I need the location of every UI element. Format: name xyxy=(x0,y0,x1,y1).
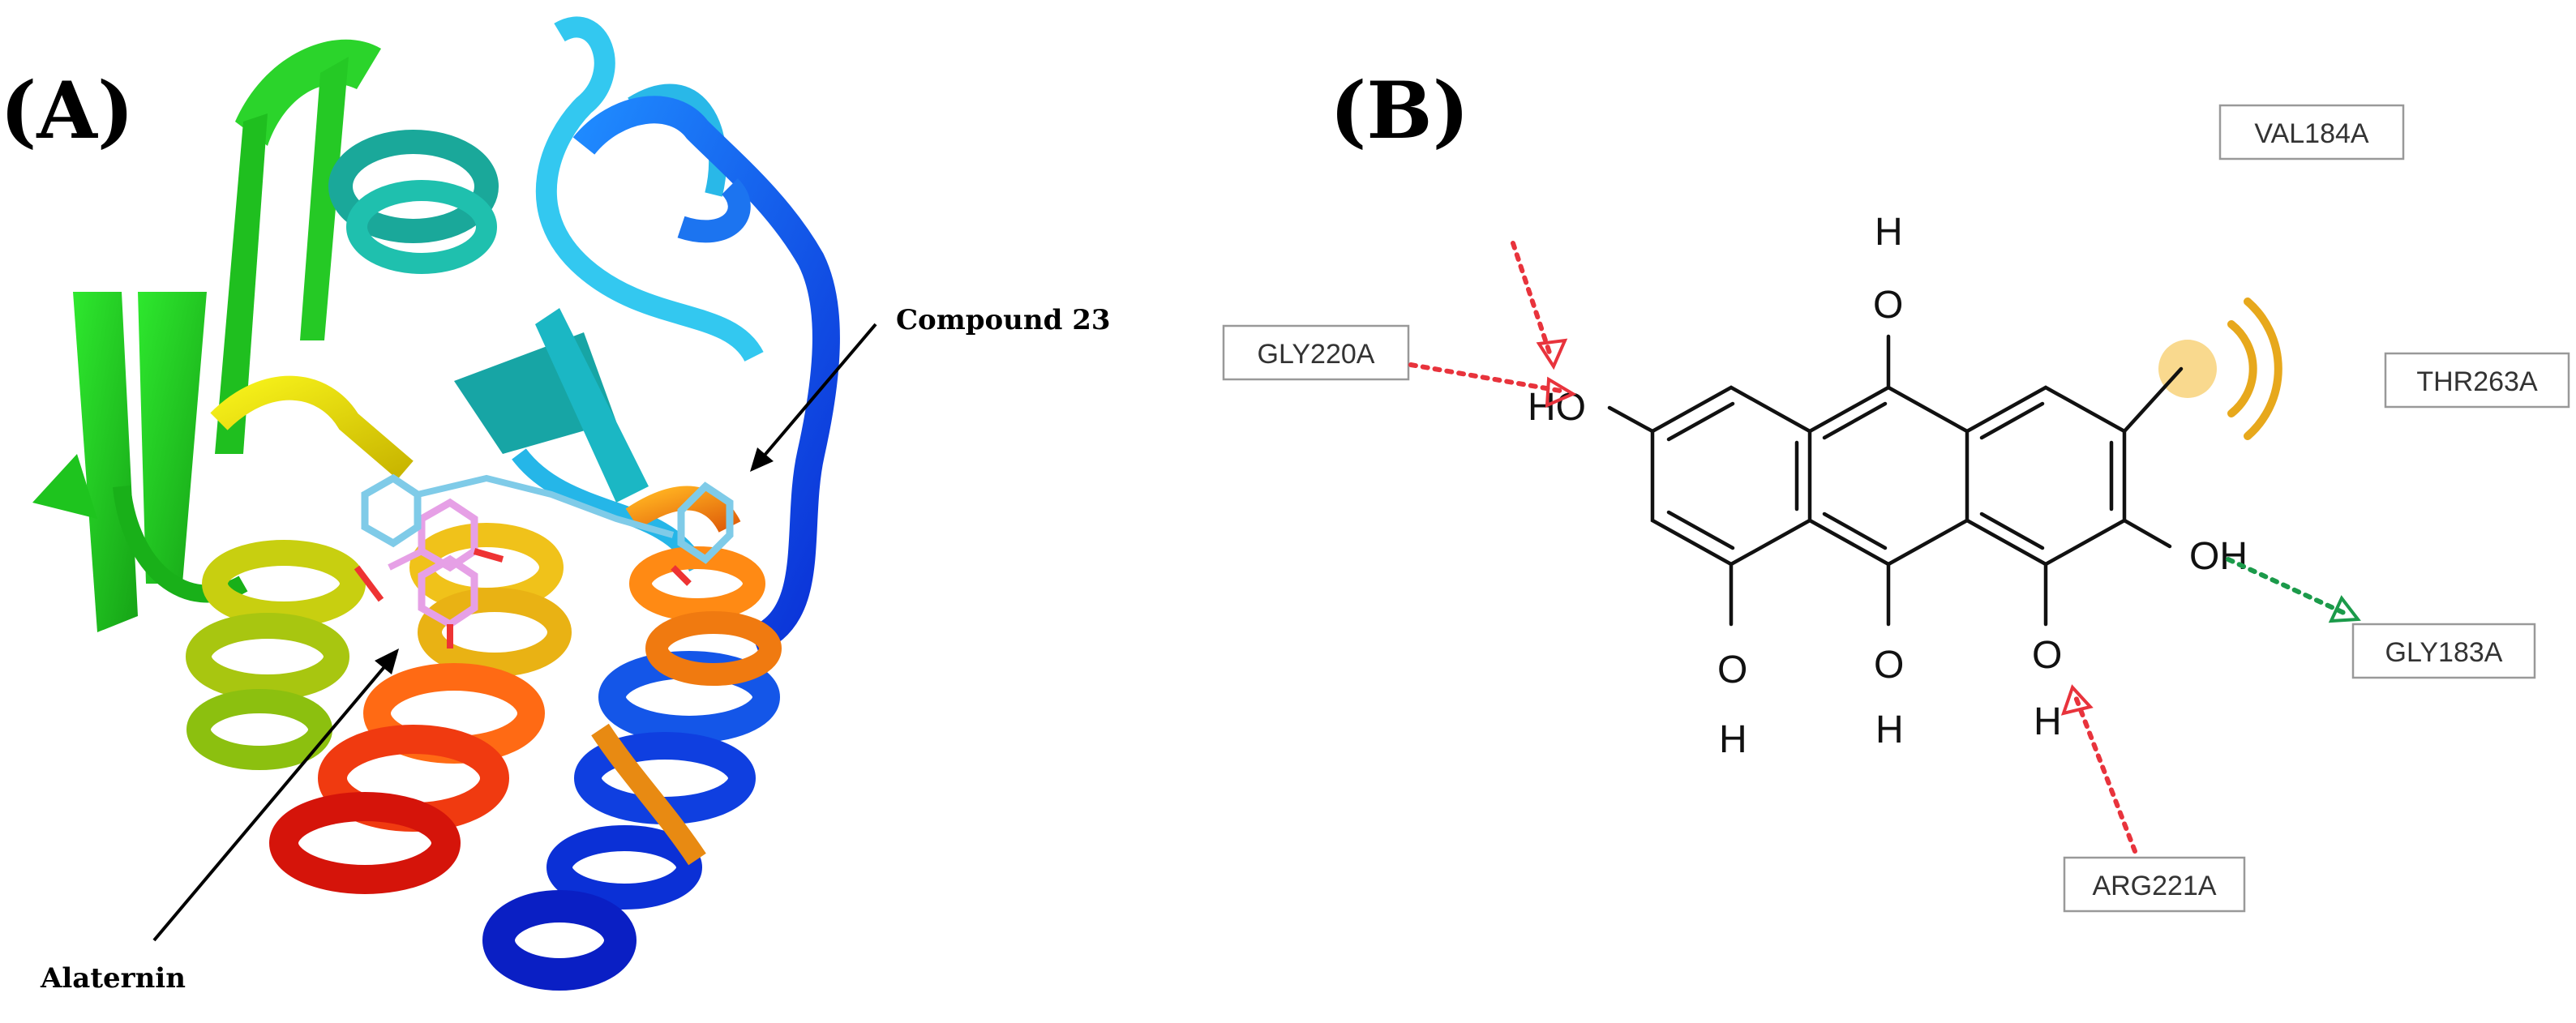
callout-label-compound: Compound 23 xyxy=(896,304,1111,336)
protein-ribbon-structure xyxy=(32,16,840,991)
panel-b: (B) VAL184A GLY220A THR263A GLY183A ARG2… xyxy=(1222,65,2570,913)
atom-o-bottom-left: O xyxy=(1717,648,1747,691)
hbond-gly220-to-ho xyxy=(1408,362,1577,409)
helix-red xyxy=(269,663,545,894)
beta-sheet-green xyxy=(32,39,381,632)
atom-h-bottom-left: H xyxy=(1719,718,1747,761)
hydrophobic-contact-marker xyxy=(2158,297,2282,440)
residue-label-gly220: GLY220A xyxy=(1258,339,1375,370)
helix-teal xyxy=(328,130,649,503)
panel-b-label: (B) xyxy=(1330,65,1469,156)
callout-label-ligand: Alaternin xyxy=(40,962,186,995)
ligand-alaternin-model xyxy=(388,498,504,648)
atom-ho-left: HO xyxy=(1528,386,1586,429)
residue-box-gly220: GLY220A xyxy=(1222,324,1410,381)
residue-label-thr263: THR263A xyxy=(2416,366,2538,397)
panel-a: (A) xyxy=(0,16,1111,995)
helix-yellow xyxy=(186,375,572,770)
residue-box-val184: VAL184A xyxy=(2218,104,2405,161)
residue-box-gly183: GLY183A xyxy=(2351,623,2536,679)
callout-arrow-ligand xyxy=(152,648,399,942)
atom-h-top: H xyxy=(1875,211,1903,254)
residue-label-gly183: GLY183A xyxy=(2385,637,2503,668)
atom-o-bottom-middle: O xyxy=(1874,644,1904,687)
atom-o-top: O xyxy=(1873,284,1903,327)
atom-h-bottom-right: H xyxy=(2034,700,2062,743)
atom-h-bottom-middle: H xyxy=(1875,708,1904,751)
ligand-compound-23-model xyxy=(354,473,734,602)
alaternin-structure xyxy=(1607,334,2184,627)
callout-arrow-compound xyxy=(750,323,877,472)
panel-a-label: (A) xyxy=(0,65,134,156)
atom-oh-right: OH xyxy=(2189,535,2248,578)
hbond-top-to-ho xyxy=(1511,241,1568,370)
residue-box-arg221: ARG221A xyxy=(2063,856,2246,913)
hbond-oh-to-gly183 xyxy=(2226,557,2361,623)
residue-label-arg221: ARG221A xyxy=(2092,871,2216,901)
residue-label-val184: VAL184A xyxy=(2254,118,2368,149)
atom-o-bottom-right: O xyxy=(2032,634,2062,677)
residue-box-thr263: THR263A xyxy=(2384,352,2570,409)
hbond-arg221-to-o xyxy=(2060,684,2137,854)
